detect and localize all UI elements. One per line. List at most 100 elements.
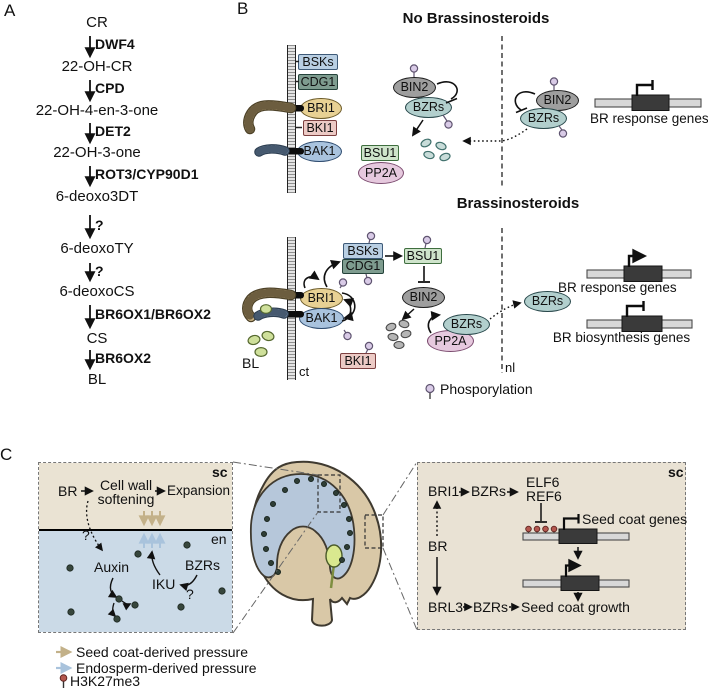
bri1-to-bsks-arrow <box>323 260 341 288</box>
br-label-left: BR <box>58 483 78 499</box>
bzrs-label-endosperm: BZRs <box>185 557 220 573</box>
bzrs-nuclear-import-dotted-arrow <box>489 300 522 320</box>
compound-22oh4en3one: 22-OH-4-en-3-one <box>35 102 159 119</box>
membrane-ticks-top <box>295 60 302 129</box>
br-response-genes-label-top: BR response genes <box>590 111 708 126</box>
pp2a-to-bzrs-arrow <box>427 310 442 334</box>
compound-cr: CR <box>86 14 108 31</box>
panel-c-label: C <box>0 445 13 464</box>
enzyme-cpd: CPD <box>95 80 125 96</box>
iku-label: IKU <box>152 576 176 592</box>
phosphorylation-legend-label: Phosporylation <box>440 381 533 397</box>
bzrs-label-right-box-bottom: BZRs <box>473 599 508 615</box>
no-brassinosteroids-title: No Brassinosteroids <box>402 10 550 27</box>
zoom-region-rects <box>317 474 384 549</box>
bsu1-label: BSU1 <box>363 145 397 160</box>
endosperm-compartment-label: en <box>211 531 227 547</box>
bsks-label: BSKs <box>302 54 334 69</box>
seed-coat-growth-label: Seed coat growth <box>521 599 630 615</box>
elf6-label: ELF6 <box>526 474 560 490</box>
compound-22ohcr: 22-OH-CR <box>61 58 133 75</box>
seed-illustration <box>249 460 383 627</box>
bak1-receptor-top: BAK1 <box>297 141 342 162</box>
bin2-label: BIN2 <box>543 93 572 108</box>
bri1-label: BRI1 <box>307 101 335 116</box>
bl-bound-ligand <box>259 304 273 314</box>
bin2-label: BIN2 <box>409 290 438 305</box>
zoom-connector-lines <box>232 461 418 634</box>
h3k27me3-legend-icon <box>59 674 68 688</box>
bki1-box-bottom: BKI1 <box>340 353 376 369</box>
seed-coat-compartment <box>39 463 232 531</box>
embryo <box>325 544 343 568</box>
bsu1-inhibits-bin2-tbar <box>418 266 430 283</box>
br-biosynthesis-genes-label: BR biosynthesis genes <box>552 330 691 345</box>
bzrs-label: BZRs <box>450 317 483 332</box>
cdg1-box-top: CDG1 <box>298 74 338 90</box>
cell-wall-label-line1: Cell wall <box>99 477 153 493</box>
ref6-label: REF6 <box>526 488 562 504</box>
pp2a-label: PP2A <box>365 165 397 180</box>
bzrs-ellipse-cyto: BZRs <box>405 97 452 118</box>
bsks-box-bottom: BSKs <box>343 243 383 259</box>
seed-coat-compartment-label-left: sc <box>212 464 228 480</box>
nucleus-label: nl <box>505 360 516 375</box>
bin2-label: BIN2 <box>400 80 429 95</box>
cytoplasm-label: ct <box>299 364 310 379</box>
bak1-ectodomain-coil-bottom <box>253 307 289 321</box>
bki1-label: BKI1 <box>344 353 372 368</box>
gene-diagram-repressed-biosynthesis <box>586 301 693 332</box>
cell-wall-label-line2: softening <box>97 491 155 507</box>
pp2a-ellipse-bottom: PP2A <box>427 330 474 352</box>
bzrs-label: BZRs <box>527 111 560 126</box>
pp2a-ellipse-top: PP2A <box>358 162 404 184</box>
bri1-ectodomain-coil-bottom <box>242 287 297 323</box>
enzyme-unknown-1: ? <box>95 217 104 233</box>
bri1-autophosphorylation-loop <box>303 270 320 289</box>
compound-cs: CS <box>86 330 108 347</box>
bsks-label: BSKs <box>347 243 379 258</box>
h3k27me3-legend-label: H3K27me3 <box>70 673 141 689</box>
bzrs-ellipse-nucleus-bottom: BZRs <box>524 291 571 312</box>
cdg1-label: CDG1 <box>345 259 381 273</box>
bri1-receptor-top: BRI1 <box>300 98 342 119</box>
question-mark-bzrs-iku: ? <box>186 586 194 602</box>
brl3-label: BRL3 <box>428 599 464 615</box>
expansion-label: Expansion <box>167 483 231 498</box>
bzrs-label: BZRs <box>412 100 445 115</box>
bsu1-label: BSU1 <box>406 248 440 263</box>
enzyme-det2: DET2 <box>95 123 131 139</box>
br-label-right-box: BR <box>428 538 448 554</box>
brassinosteroids-title: Brassinosteroids <box>456 195 580 212</box>
bri1-label-right-box: BRI1 <box>428 483 460 499</box>
auxin-label: Auxin <box>94 559 130 575</box>
bl-ligand-label: BL <box>242 355 260 371</box>
cdg1-label: CDG1 <box>300 74 336 89</box>
endosperm-pressure-legend-label: Endosperm-derived pressure <box>76 660 257 676</box>
bzrs-ellipse-nucleus: BZRs <box>520 108 567 129</box>
bki1-box-top: BKI1 <box>303 120 337 136</box>
endosperm-nuclei-dots <box>260 475 353 576</box>
bin2-ellipse-bottom: BIN2 <box>402 287 445 308</box>
bzrs-label-right-box-top: BZRs <box>471 483 506 499</box>
plasma-membrane-top <box>287 45 296 193</box>
bri1-receptor-bottom: BRI1 <box>300 288 343 309</box>
compound-6deoxo3dt: 6-deoxo3DT <box>55 188 139 205</box>
gene-diagram-active-response <box>586 248 692 282</box>
compound-22oh3one: 22-OH-3-one <box>53 144 141 161</box>
panel-a-label: A <box>4 1 16 20</box>
compound-bl: BL <box>87 371 107 388</box>
enzyme-rot3-cyp90d1: ROT3/CYP90D1 <box>95 166 199 182</box>
bak1-receptor-bottom: BAK1 <box>299 308 344 329</box>
bri1-ectodomain-coil-top <box>243 100 297 135</box>
bzrs-degradation-arrow <box>411 119 424 137</box>
bak1-ectodomain-coil-top <box>254 144 290 157</box>
degraded-bzrs-ovals <box>420 138 451 162</box>
enzyme-dwf4: DWF4 <box>95 36 135 52</box>
plasma-membrane-bottom <box>287 237 296 380</box>
bki1-label: BKI1 <box>306 120 334 135</box>
compound-6deoxocs: 6-deoxoCS <box>59 283 135 300</box>
bzrs-nuclear-export-dotted-arrow <box>462 128 528 146</box>
compound-6deoxoty: 6-deoxoTY <box>60 240 134 257</box>
